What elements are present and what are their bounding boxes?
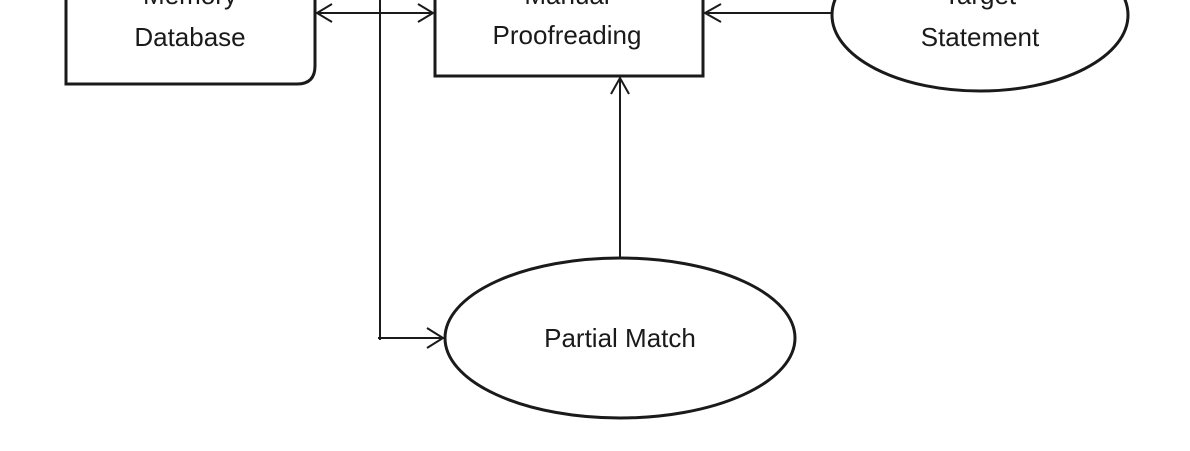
target-statement-label-line1: Target [944,0,1017,10]
arrowhead-right-icon [417,3,435,23]
partial-match-label: Partial Match [544,323,696,353]
target-statement-label-line2: Statement [921,22,1040,52]
target-statement-node: Target Statement [830,0,1130,93]
arrowhead-left-icon [702,3,722,23]
arrowhead-right-icon [426,327,445,349]
branch-to-partial-match-connector [378,0,445,349]
memory-database-label-line1: Memory [143,0,237,10]
memory-database-node: Memory Database [64,0,317,86]
partial-match-node: Partial Match [443,256,797,420]
memory-database-label-line2: Database [134,22,245,52]
manual-proofreading-label-line1: Manual [524,0,609,10]
target-statement-ellipse [830,0,1130,93]
manual-proofreading-box [433,0,705,78]
target-to-proofreading-connector [702,3,832,23]
arrowhead-left-icon [315,3,333,23]
memory-database-box [64,0,317,86]
manual-proofreading-node: Manual Proofreading [433,0,705,78]
memory-proofreading-connector [315,3,435,23]
partial-to-proofreading-connector [610,75,630,258]
manual-proofreading-label-line2: Proofreading [493,20,642,50]
arrowhead-up-icon [610,75,630,95]
